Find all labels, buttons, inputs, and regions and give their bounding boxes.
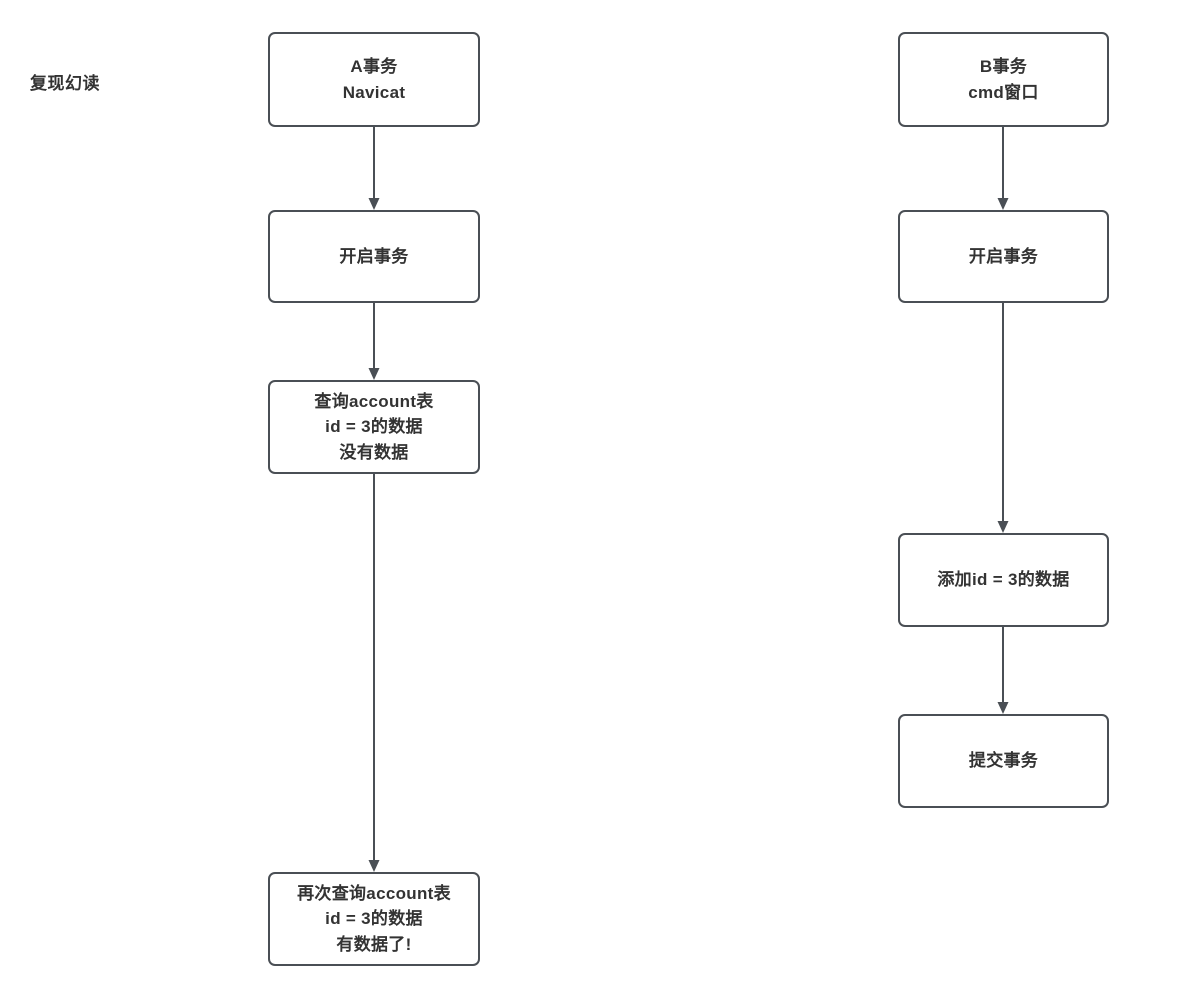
flow-node-b2[interactable]: 开启事务 — [898, 210, 1109, 303]
flow-node-a4[interactable]: 再次查询account表 id = 3的数据 有数据了! — [268, 872, 480, 966]
flow-edge-a1-a2 — [363, 127, 385, 210]
flow-node-label: 查询account表 id = 3的数据 没有数据 — [314, 391, 434, 462]
flow-edge-b1-b2 — [992, 127, 1014, 210]
flow-edge-b3-b4 — [992, 627, 1014, 714]
flow-node-label: 添加id = 3的数据 — [937, 570, 1070, 590]
flow-node-label: 开启事务 — [339, 246, 409, 266]
page-title: 复现幻读 — [30, 74, 100, 93]
flow-node-label: 再次查询account表 id = 3的数据 有数据了! — [297, 883, 451, 954]
flow-node-a1[interactable]: A事务 Navicat — [268, 32, 480, 127]
flow-edge-a2-a3 — [363, 303, 385, 380]
flow-node-label: B事务 cmd窗口 — [968, 57, 1039, 102]
flow-node-label: A事务 Navicat — [342, 57, 406, 102]
flow-node-b1[interactable]: B事务 cmd窗口 — [898, 32, 1109, 127]
flow-node-a2[interactable]: 开启事务 — [268, 210, 480, 303]
flow-node-label: 开启事务 — [968, 246, 1039, 266]
flow-node-label: 提交事务 — [968, 751, 1039, 771]
flow-node-b4[interactable]: 提交事务 — [898, 714, 1109, 808]
flow-node-b3[interactable]: 添加id = 3的数据 — [898, 533, 1109, 627]
flow-edge-b2-b3 — [992, 303, 1014, 533]
flow-node-a3[interactable]: 查询account表 id = 3的数据 没有数据 — [268, 380, 480, 474]
flow-edge-a3-a4 — [363, 474, 385, 872]
